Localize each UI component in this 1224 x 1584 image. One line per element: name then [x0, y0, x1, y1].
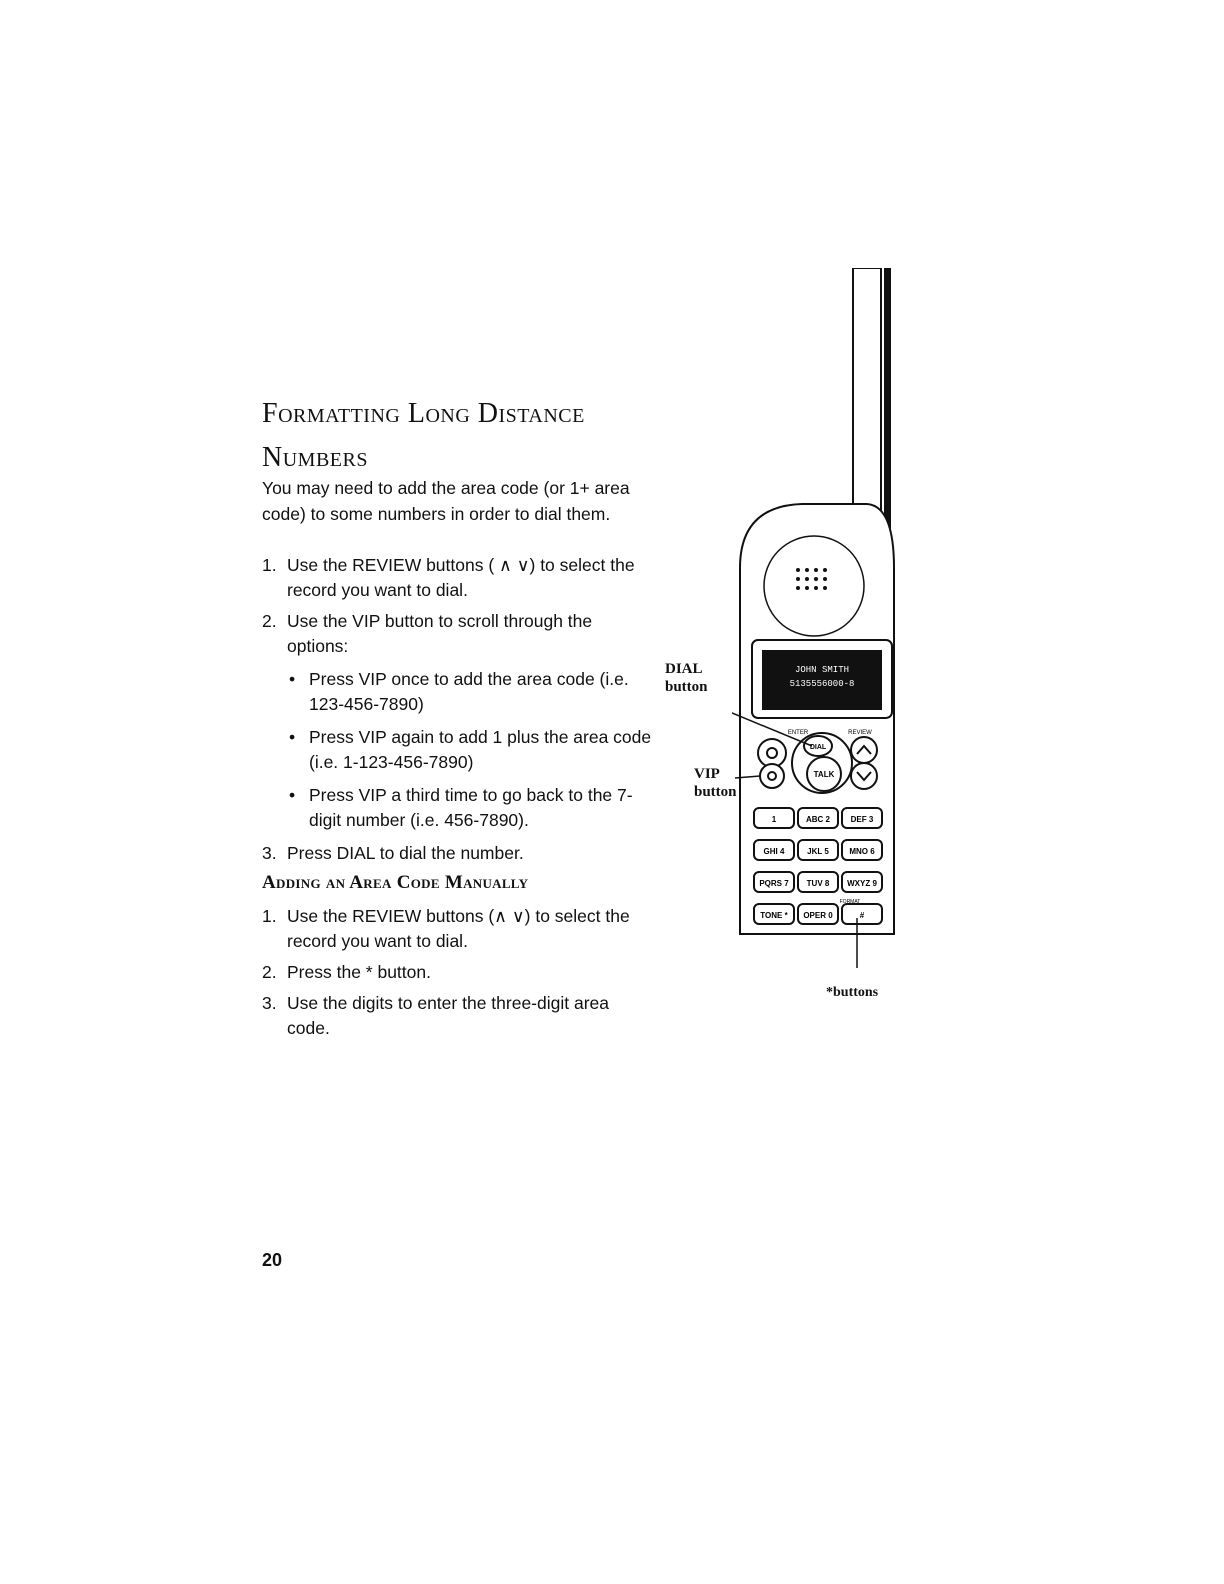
step-text: Use the REVIEW buttons ( ∧ ∨) to select … [287, 555, 635, 600]
keypad-key[interactable] [753, 839, 795, 861]
review-key-label: REVIEW [848, 730, 872, 736]
step-text: Use the VIP button to scroll through the… [287, 611, 593, 656]
options-list: • Press VIP once to add the area code (i.… [287, 667, 652, 833]
vip-callout: VIP button [694, 765, 737, 801]
step-number: 3. [262, 993, 277, 1013]
talk-key-label: TALK [814, 770, 835, 779]
keypad-key[interactable] [797, 871, 839, 893]
section-heading: Formatting Long Distance Numbers [262, 398, 585, 473]
keypad-key[interactable] [841, 839, 883, 861]
keypad-key-label: TUV 8 [807, 879, 830, 888]
page-number: 20 [262, 1250, 283, 1270]
chevron-up-icon [856, 744, 872, 755]
step-text: Use the digits to enter the three-digit … [287, 993, 609, 1038]
cordless-phone-illustration: JOHN SMITH 5135556000-8 ENTER REVIEW DIA… [732, 268, 895, 968]
bullet: • [289, 669, 296, 689]
list-item: 3. Use the digits to enter the three-dig… [262, 991, 652, 1041]
keypad-key[interactable] [797, 903, 839, 925]
dial-callout: DIAL button [665, 660, 708, 696]
talk-button[interactable] [806, 756, 842, 792]
dial-button[interactable] [803, 735, 833, 757]
step-number: 1. [262, 555, 277, 575]
keypad: 1 ABC 2 DEF 3 GHI 4 JKL 5 MNO 6 PQRS 7 TUV 8 WXY… [753, 807, 883, 925]
speaker-holes [796, 568, 827, 590]
format-steps-list: 1. Use the REVIEW buttons ( ∧ ∨) to sele… [262, 553, 652, 872]
earpiece [763, 535, 865, 637]
list-item: 3. Press DIAL to dial the number. [262, 841, 652, 866]
del-button-icon [766, 747, 778, 759]
keypad-key-label: # [860, 911, 865, 920]
keypad-key[interactable] [797, 839, 839, 861]
dial-key-label: DIAL [810, 744, 827, 751]
list-item: 1. Use the REVIEW buttons ( ∧ ∨) to sele… [262, 553, 652, 603]
star-callout: *buttons [826, 985, 879, 1000]
keypad-key-label: OPER 0 [803, 911, 833, 920]
keypad-key[interactable] [753, 903, 795, 925]
del-button[interactable] [757, 738, 787, 768]
keypad-key-label: 1 [772, 815, 777, 824]
step-number: 3. [262, 843, 277, 863]
keypad-key[interactable] [797, 807, 839, 829]
chevron-down-icon [856, 771, 872, 782]
keypad-key-label: DEF 3 [851, 815, 874, 824]
intro-paragraph: You may need to add the area code (or 1+… [262, 478, 630, 524]
review-up-button[interactable] [850, 736, 878, 764]
step-number: 1. [262, 906, 277, 926]
bullet: • [289, 785, 296, 805]
step-text: Press the * button. [287, 962, 431, 982]
callout-label: button [665, 679, 708, 695]
keypad-key-label: MNO 6 [849, 847, 875, 856]
callout-label: DIAL [665, 661, 703, 677]
step-number: 2. [262, 611, 277, 631]
display-line-2: 5135556000-8 [790, 679, 855, 689]
bullet-text: Press VIP once to add the area code (i.e… [309, 669, 629, 714]
keypad-key-label: JKL 5 [807, 847, 829, 856]
antenna [852, 268, 882, 514]
display-line-1: JOHN SMITH [795, 665, 849, 675]
dial-leader-line [732, 712, 813, 747]
bullet-text: Press VIP a third time to go back to the… [309, 785, 633, 830]
list-item: 2. Use the VIP button to scroll through … [262, 609, 652, 833]
keypad-key[interactable] [841, 871, 883, 893]
area-code-steps-list: 1. Use the REVIEW buttons (∧ ∨) to selec… [262, 904, 652, 1047]
keypad-key[interactable] [841, 807, 883, 829]
keypad-key[interactable] [753, 871, 795, 893]
subsection-heading: Adding an Area Code Manually [262, 872, 529, 893]
list-item: • Press VIP again to add 1 plus the area … [287, 725, 652, 775]
vip-leader-line [734, 775, 761, 779]
enter-key-label: ENTER [788, 730, 809, 736]
callout-label: button [694, 784, 737, 800]
display-screen [762, 650, 882, 710]
keypad-key-label: GHI 4 [764, 847, 785, 856]
keypad-key[interactable] [841, 903, 883, 925]
list-item: 1. Use the REVIEW buttons (∧ ∨) to selec… [262, 904, 652, 954]
keypad-key-label: ABC 2 [806, 815, 831, 824]
callout-label: VIP [694, 766, 720, 782]
step-number: 2. [262, 962, 277, 982]
bullet: • [289, 727, 296, 747]
keypad-key-label: PQRS 7 [759, 879, 789, 888]
review-down-button[interactable] [850, 762, 878, 790]
step-text: Use the REVIEW buttons (∧ ∨) to select t… [287, 906, 630, 951]
step-text: Press DIAL to dial the number. [287, 843, 524, 863]
vip-button[interactable] [759, 763, 785, 789]
keypad-key-label: WXYZ 9 [847, 879, 877, 888]
list-item: • Press VIP once to add the area code (i.… [287, 667, 652, 717]
vip-button-icon [767, 771, 777, 781]
keypad-key-label: TONE * [760, 911, 788, 920]
list-item: 2. Press the * button. [262, 960, 652, 985]
keypad-key[interactable] [753, 807, 795, 829]
format-label: FORMAT [840, 899, 861, 905]
list-item: • Press VIP a third time to go back to th… [287, 783, 652, 833]
bullet-text: Press VIP again to add 1 plus the area c… [309, 727, 652, 772]
